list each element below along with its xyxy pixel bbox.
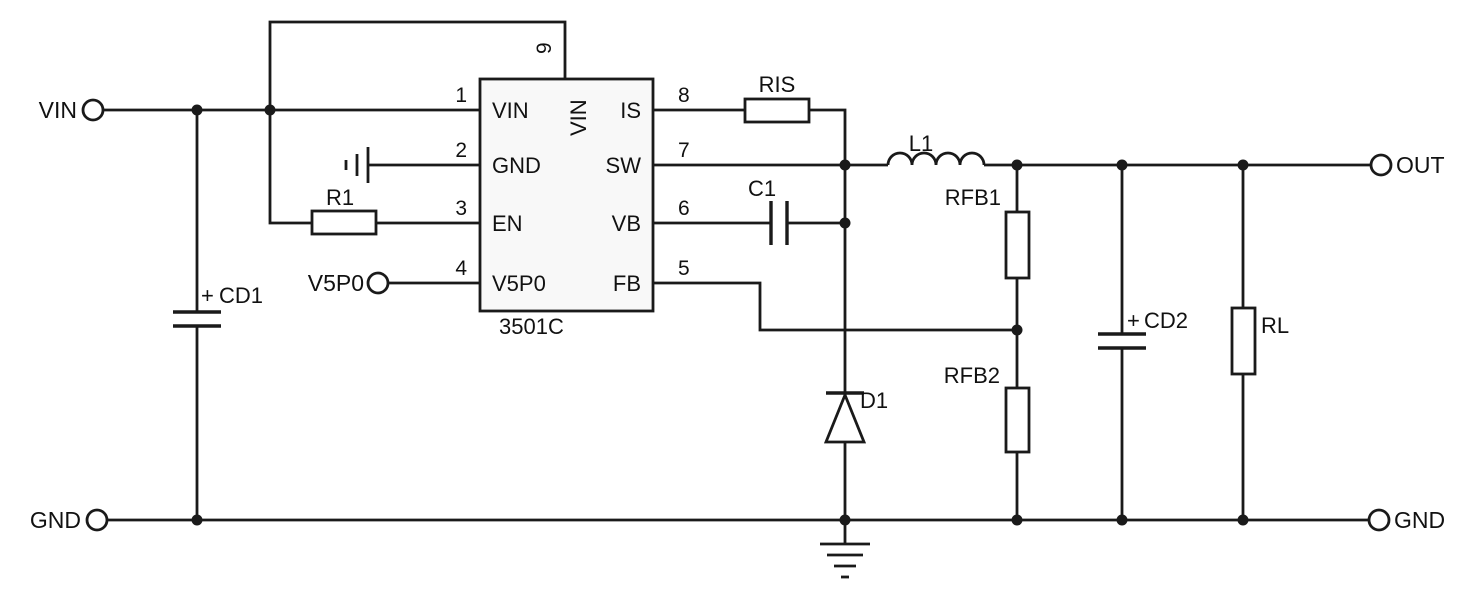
ic-pin9-number: 9 [533, 42, 556, 54]
junction-dot [1116, 514, 1128, 526]
wire-pin9-loop [268, 20, 567, 110]
junction-dot [191, 104, 203, 116]
ic-pin1-name: VIN [492, 98, 529, 123]
component-rfb1: RFB1 [945, 185, 1031, 280]
cd1-label: CD1 [219, 283, 263, 308]
ic-3501c: 3501C 1 2 3 4 VIN GND EN V5P0 8 7 6 5 IS… [455, 42, 689, 339]
ic-pin5-name: FB [613, 271, 641, 296]
component-d1: D1 [823, 388, 888, 444]
ic-pin8-name: IS [620, 98, 641, 123]
net-sw-wires [653, 108, 888, 520]
ic-pin8-number: 8 [678, 84, 690, 107]
terminal-v5p0: V5P0 [308, 270, 390, 296]
out-terminal-label: OUT [1396, 152, 1445, 178]
wire-fb-route [653, 281, 1017, 332]
resistor-rfb2-body [1004, 386, 1031, 454]
resistor-r1-label: R1 [326, 185, 354, 210]
cd2-label: CD2 [1144, 308, 1188, 333]
junction-dot [1237, 514, 1249, 526]
cd2-polarity-mark: + [1127, 308, 1140, 333]
cd1-polarity-mark: + [201, 283, 214, 308]
gnd-right-terminal-circle [1367, 508, 1391, 532]
vin-terminal-circle [81, 98, 105, 122]
ic-pin6-number: 6 [678, 197, 690, 220]
junction-dot [1011, 159, 1023, 171]
ground-symbol-pin2-icon [344, 147, 370, 183]
ic-pin3-number: 3 [455, 197, 467, 220]
vin-terminal-label: VIN [39, 97, 77, 123]
component-ris: RIS [743, 72, 811, 124]
ic-pin7-name: SW [606, 153, 642, 178]
gnd-left-terminal-circle [85, 508, 109, 532]
net-fb-wires [653, 281, 1017, 332]
net-vin-wires [103, 20, 567, 312]
diode-d1-triangle [823, 391, 867, 444]
resistor-rl-body [1230, 306, 1257, 376]
terminal-out: OUT [1369, 152, 1445, 178]
junction-dot [839, 217, 851, 229]
diode-d1-label: D1 [860, 388, 888, 413]
out-terminal-circle [1369, 153, 1393, 177]
ic-pin2-name: GND [492, 153, 541, 178]
junction-dot [1237, 159, 1249, 171]
ic-pin2-number: 2 [455, 139, 467, 162]
resistor-rfb2-label: RFB2 [944, 363, 1000, 388]
junction-dot [264, 104, 276, 116]
component-cd1: + CD1 [173, 283, 263, 328]
ic-part-number: 3501C [499, 314, 564, 339]
component-r1: R1 [310, 185, 378, 236]
ground-symbol-bottom-icon [820, 520, 870, 579]
resistor-rfb1-label: RFB1 [945, 185, 1001, 210]
ic-body [478, 77, 655, 313]
component-c1: C1 [748, 176, 789, 245]
ic-pin3-name: EN [492, 211, 523, 236]
wire-r1-branch [268, 110, 480, 225]
terminal-vin: VIN [39, 97, 105, 123]
ic-pin5-number: 5 [678, 257, 690, 280]
junction-dot [1116, 159, 1128, 171]
component-rfb2: RFB2 [944, 363, 1031, 454]
ic-pin7-number: 7 [678, 139, 690, 162]
gnd-left-terminal-label: GND [30, 507, 81, 533]
v5p0-terminal-circle [366, 271, 390, 295]
net-gnd-wires [107, 163, 1369, 522]
ic-pin4-number: 4 [455, 257, 467, 280]
component-l1: L1 [886, 131, 986, 166]
v5p0-terminal-label: V5P0 [308, 270, 364, 296]
resistor-rl-label: RL [1261, 313, 1289, 338]
terminal-gnd-left: GND [30, 507, 109, 533]
terminal-gnd-right: GND [1367, 507, 1445, 533]
gnd-right-terminal-label: GND [1394, 507, 1445, 533]
ic-pin1-number: 1 [455, 84, 467, 107]
net-out-wires [984, 163, 1371, 520]
ic-pin6-name: VB [612, 211, 641, 236]
capacitor-c1-label: C1 [748, 176, 776, 201]
component-cd2: + CD2 [1098, 308, 1188, 350]
junction-dots [191, 104, 1249, 526]
inductor-l1-label: L1 [909, 131, 933, 156]
inductor-l1-coil [886, 151, 986, 166]
resistor-ris-label: RIS [759, 72, 796, 97]
junction-dot [1011, 324, 1023, 336]
ic-pin4-name: V5P0 [492, 271, 546, 296]
ic-pin9-name: VIN [566, 99, 591, 136]
resistor-rfb1-body [1004, 210, 1031, 280]
junction-dot [1011, 514, 1023, 526]
resistor-r1-body [310, 209, 378, 236]
junction-dot [839, 514, 851, 526]
resistor-ris-body [743, 97, 811, 124]
component-rl: RL [1230, 306, 1289, 376]
wire-is-ris-sw-column [653, 108, 847, 520]
junction-dot [839, 159, 851, 171]
junction-dot [191, 514, 203, 526]
